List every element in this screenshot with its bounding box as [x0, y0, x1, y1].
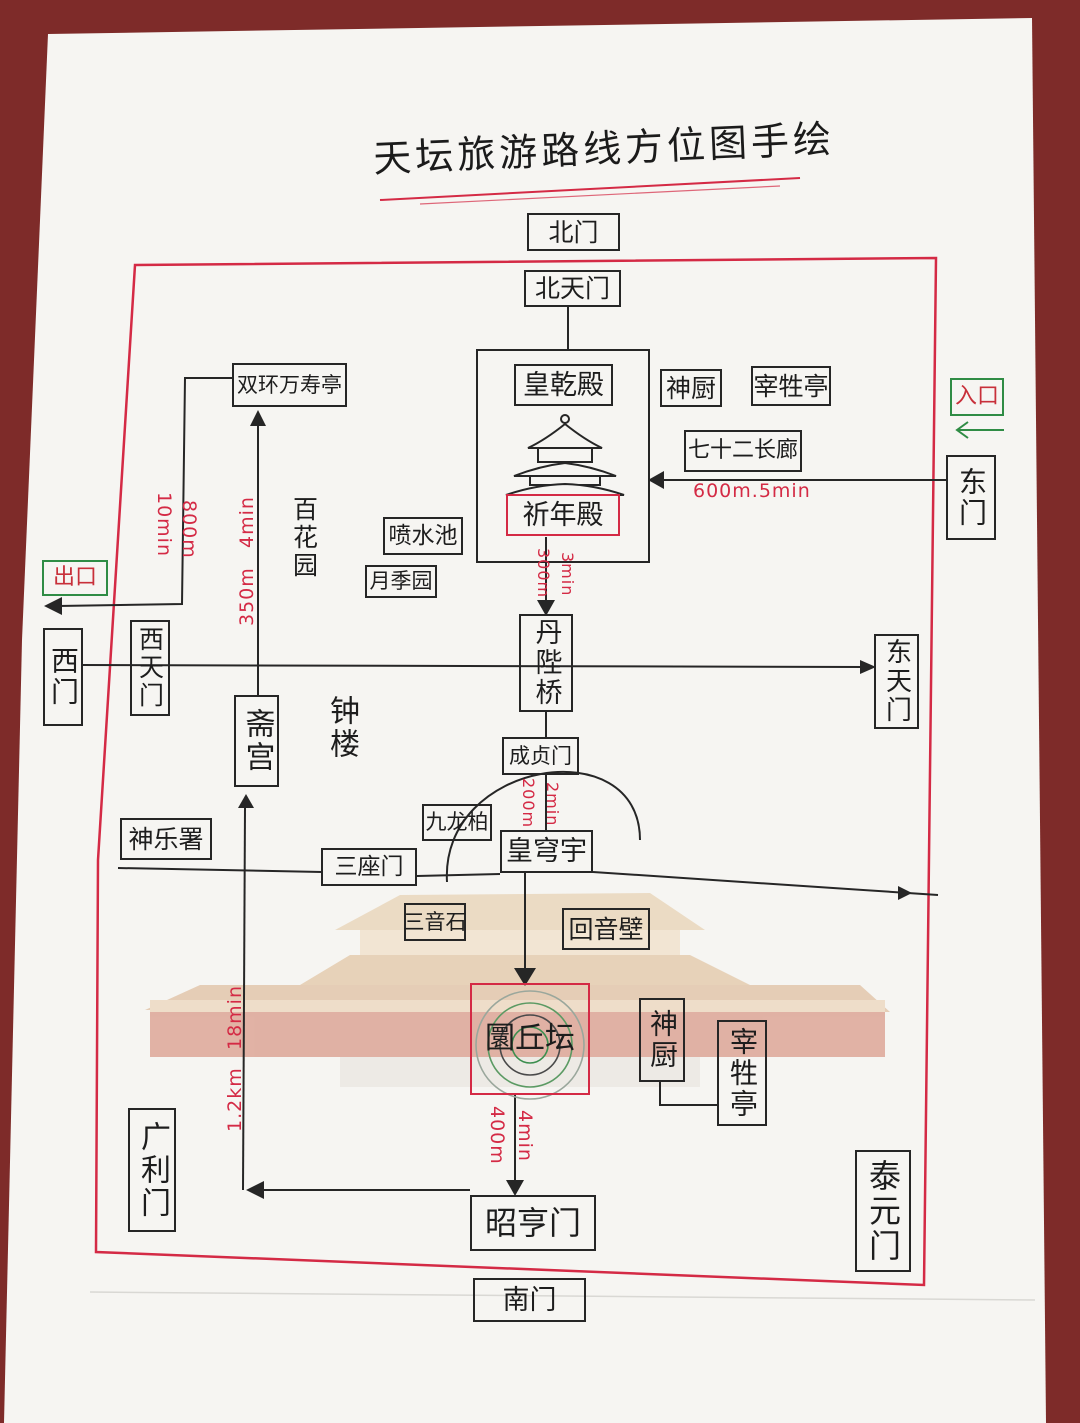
- qinian-hall: 祈年殿: [506, 494, 620, 536]
- route-west-distance: 1.2km: [224, 1067, 246, 1132]
- line-shenyue-sanzuo: [117, 867, 323, 873]
- route-qinian-time: 3min: [558, 552, 577, 597]
- paper-fold-line: [89, 1291, 1036, 1301]
- echo-wall: 回音壁: [562, 908, 650, 950]
- arrow-to-exit: [44, 597, 62, 615]
- line-west-east: [81, 664, 865, 668]
- west-gate: 西门: [43, 628, 83, 726]
- line-huangqiong-east: [592, 871, 939, 896]
- title-underline: [379, 177, 801, 201]
- south-gate: 南门: [473, 1278, 586, 1322]
- arrowheads: [44, 410, 912, 1199]
- route-exit-distance: 800m: [178, 500, 200, 559]
- triple-echo-stone: 三音石: [404, 903, 467, 941]
- north-heaven-gate: 北天门: [524, 270, 621, 307]
- route-zhaigong-time: 4min: [236, 496, 258, 548]
- route-qinian-distance: 300m: [534, 548, 553, 599]
- entrance-marker: 入口: [950, 378, 1004, 416]
- line-shenchu-zaisheng: [659, 1082, 717, 1106]
- danbi-bridge: 丹陛桥: [519, 614, 573, 712]
- route-exit-time: 10min: [153, 492, 175, 558]
- huangqiong-vault: 皇穹宇: [500, 830, 593, 873]
- shuanghuan-pavilion: 双环万寿亭: [232, 363, 347, 407]
- arrow-to-zhaoheng: [506, 1180, 524, 1196]
- line-exit-route: [57, 377, 232, 607]
- exit-marker: 出口: [42, 560, 108, 596]
- route-chengzhen-distance: 200m: [519, 778, 538, 829]
- taiyuan-gate: 泰元门: [855, 1150, 911, 1272]
- arrow-to-east-heaven: [860, 660, 876, 674]
- nine-dragon-cypress: 九龙柏: [422, 804, 492, 841]
- three-arch-gate: 三座门: [321, 848, 417, 886]
- qinian-temple-icon: [505, 414, 625, 496]
- zhaigong-palace: 斋宫: [234, 695, 279, 787]
- slaughter-pavilion-north: 宰牲亭: [751, 366, 831, 406]
- route-yuanqiu-distance: 400m: [486, 1106, 508, 1165]
- arrow-to-west-line: [246, 1181, 264, 1199]
- arrow-to-yuanqiu: [514, 968, 536, 986]
- baihua-garden: 百花园: [289, 496, 319, 580]
- huangqian-hall: 皇乾殿: [514, 364, 613, 406]
- arrow-to-danbi: [537, 600, 555, 616]
- shenyue-office: 神乐署: [120, 818, 212, 860]
- line-sanzuo-east: [416, 873, 501, 877]
- paper-sheet: [4, 18, 1046, 1423]
- route-zhaigong-distance: 350m: [236, 567, 258, 626]
- route-lines: [57, 307, 946, 1191]
- arrow-into-compound: [648, 471, 664, 489]
- park-boundary: [94, 256, 938, 1287]
- east-gate: 东门: [946, 455, 996, 540]
- arrow-to-zhaigong: [238, 794, 254, 808]
- fountain-pool: 喷水池: [383, 517, 463, 555]
- circular-mound-altar: 圜丘坛: [470, 983, 590, 1095]
- arrow-to-shuanghuan: [250, 410, 266, 426]
- route-east-to-qinian: 600m.5min: [693, 480, 811, 502]
- north-gate: 北门: [527, 213, 620, 251]
- route-yuanqiu-time: 4min: [514, 1110, 536, 1162]
- yuanqiu-altar-icon: [475, 990, 585, 1100]
- long-corridor: 七十二长廊: [684, 430, 802, 472]
- east-heaven-gate: 东天门: [874, 634, 919, 729]
- zhaoheng-gate: 昭亨门: [470, 1195, 596, 1251]
- divine-kitchen-south: 神厨: [639, 998, 685, 1082]
- divine-kitchen-north: 神厨: [660, 369, 722, 407]
- chengzhen-gate: 成贞门: [502, 737, 579, 775]
- route-west-time: 18min: [224, 984, 246, 1050]
- line-west-up: [242, 807, 246, 1191]
- bell-tower: 钟楼: [324, 695, 359, 761]
- west-heaven-gate: 西天门: [130, 620, 170, 716]
- title-underline-2: [419, 185, 781, 205]
- qinian-compound: [476, 349, 650, 563]
- slaughter-pavilion-south: 宰牲亭: [717, 1020, 767, 1126]
- guangli-gate: 广利门: [128, 1108, 176, 1232]
- entrance-arrow-icon: [955, 421, 1004, 439]
- route-chengzhen-time: 2min: [543, 782, 562, 827]
- rose-garden: 月季园: [365, 565, 437, 598]
- arrow-east-exit: [898, 886, 912, 900]
